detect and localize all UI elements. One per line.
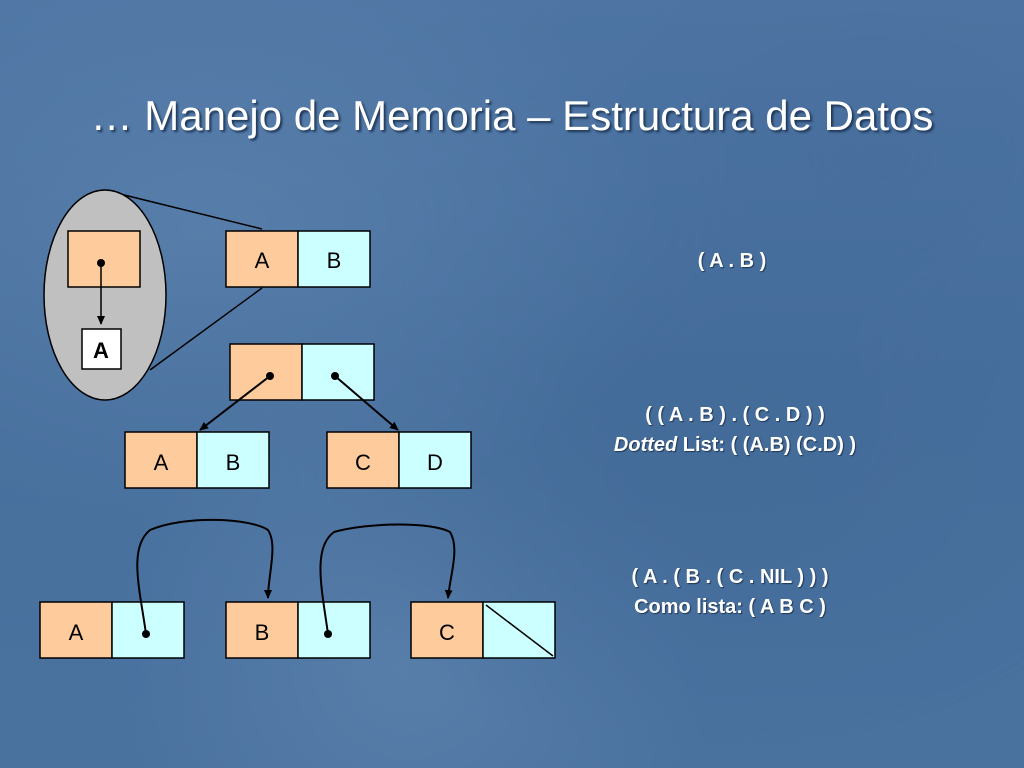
cell2-left-cdr-label: B <box>226 450 241 475</box>
list-link-2-to-3 <box>319 523 456 635</box>
list-link-1-to-2 <box>136 518 274 635</box>
cell2-car-arrow <box>199 375 271 431</box>
cons-list-abc: A B C <box>39 518 556 659</box>
cell2-right-cdr <box>398 431 472 489</box>
pointer-inset: A <box>43 189 263 401</box>
cell2-left-cdr <box>196 431 270 489</box>
cell2-right-car-label: C <box>355 450 371 475</box>
list-cell2-cdr <box>297 601 371 659</box>
expression-3: ( A . ( B . ( C . NIL ) ) ) Como lista: … <box>570 562 890 622</box>
nil-slash <box>485 604 554 657</box>
cell2-car <box>229 343 303 401</box>
list-cell3-car <box>410 601 484 659</box>
list-cell1-car <box>39 601 113 659</box>
cell1-car <box>225 230 299 288</box>
cell2-left-car-label: A <box>154 450 169 475</box>
expression-2: ( ( A . B ) . ( C . D ) ) Dotted List: (… <box>550 400 920 460</box>
cell1-cdr <box>297 230 371 288</box>
cell2-left-car <box>124 431 198 489</box>
list-cell1-cdr <box>111 601 185 659</box>
zoom-line-bottom <box>149 287 263 371</box>
cell1-cdr-label: B <box>327 248 342 273</box>
cell1-car-label: A <box>255 248 270 273</box>
expression-2-line2: Dotted List: ( (A.B) (C.D) ) <box>550 430 920 460</box>
inset-atom-label: A <box>93 338 109 363</box>
cons-cell-ab: A B <box>225 230 371 288</box>
expression-3-line2: Como lista: ( A B C ) <box>634 596 826 618</box>
expression-2-rest: List: ( (A.B) (C.D) ) <box>677 434 857 456</box>
expression-2-italic: Dotted <box>613 434 678 456</box>
list-cell2-label: B <box>255 620 270 645</box>
zoom-line-top <box>103 189 263 230</box>
cell2-cdr-arrow <box>334 375 399 431</box>
cons-cell-pair-of-pairs: A B C D <box>124 343 472 489</box>
cell2-right-cdr-label: D <box>427 450 443 475</box>
cell2-cdr <box>301 343 375 401</box>
inset-atom-box <box>81 328 122 370</box>
list-cell1-label: A <box>69 620 84 645</box>
list-cell3-label: C <box>439 620 455 645</box>
slide-title: … Manejo de Memoria – Estructura de Dato… <box>90 92 934 139</box>
expression-1: ( A . B ) <box>697 250 767 272</box>
inset-pointer-cell <box>67 230 141 288</box>
expression-3-line1: ( A . ( B . ( C . NIL ) ) ) <box>631 566 829 588</box>
cell2-right-car <box>326 431 400 489</box>
expression-2-line1: ( ( A . B ) . ( C . D ) ) <box>645 404 825 426</box>
